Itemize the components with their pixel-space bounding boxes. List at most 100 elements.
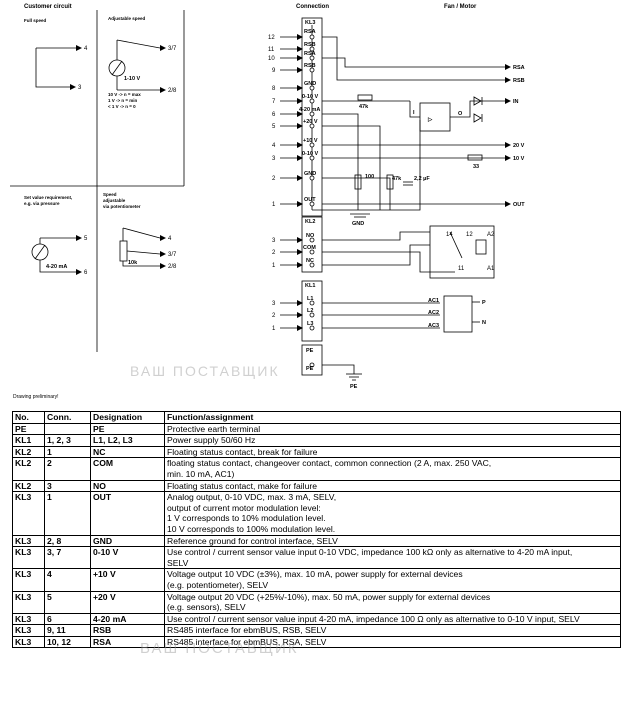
- cell-function: RS485 interface for ebmBUS, RSB, SELV: [164, 624, 621, 637]
- cell-function: Floating status contact, break for failu…: [164, 445, 621, 459]
- opamp-symbol: ▷: [427, 116, 433, 123]
- cell-function: Voltage output 10 VDC (±3%), max. 10 mA,…: [164, 568, 621, 592]
- cell-function: Analog output, 0-10 VDC, max. 3 mA, SELV…: [164, 491, 621, 536]
- customer-circuit-header: Customer circuit: [24, 4, 72, 10]
- note-3: < 1 V -> n = 0: [108, 104, 136, 109]
- kl3-number: 10: [268, 56, 275, 62]
- cell-no: KL3: [12, 534, 45, 548]
- relay-12: 12: [466, 232, 473, 238]
- mains-ac1: AC1: [428, 298, 439, 304]
- function-line: Use control / current sensor value input…: [167, 547, 573, 558]
- function-line: output of current motor modulation level…: [167, 502, 321, 513]
- kl3-label: 0-10 V: [302, 151, 319, 157]
- function-line: (e.g. sensors), SELV: [167, 602, 246, 613]
- r47k-a-label: 47k: [359, 104, 369, 110]
- out-rsa: RSA: [513, 65, 525, 71]
- kl3-number: 5: [272, 124, 276, 130]
- function-line: Protective earth terminal: [167, 423, 261, 434]
- kl1-number: 3: [272, 301, 276, 307]
- cell-des: OUT: [90, 491, 165, 536]
- cell-no: KL2: [12, 479, 45, 493]
- pin-5: 5: [84, 236, 88, 242]
- cell-conn: 1: [44, 491, 91, 536]
- speed-pot-label-1: Speed: [103, 192, 117, 197]
- kl3-number: 11: [268, 47, 275, 53]
- pin-4-b: 4: [168, 236, 172, 242]
- kl2-label: NC: [306, 258, 314, 264]
- kl1-number: 1: [272, 326, 276, 332]
- kl1-numbers: 3 2 1: [272, 301, 276, 332]
- note-1: 10 V -> n = max: [108, 92, 141, 97]
- function-line: RS485 interface for ebmBUS, RSB, SELV: [167, 625, 327, 636]
- mains-p: P: [482, 300, 486, 306]
- out-rsb: RSB: [513, 78, 525, 84]
- pot-10k: 10k: [128, 260, 138, 266]
- pin-37-a: 3/7: [168, 46, 177, 52]
- col-conn: Conn.: [44, 411, 91, 424]
- fan-motor-header: Fan / Motor: [444, 4, 477, 10]
- connection-header: Connection: [296, 4, 329, 10]
- r100-label: 100: [365, 174, 374, 180]
- range-4-20ma: 4-20 mA: [46, 264, 67, 270]
- function-line: SELV: [167, 557, 189, 568]
- kl1-label: L1: [307, 296, 313, 302]
- cell-function: floating status contact, changeover cont…: [164, 457, 621, 481]
- kl3-title: KL3: [305, 20, 315, 26]
- kl3-label: GND: [304, 81, 316, 87]
- drawing-preliminary-note: Drawing preliminary!: [13, 394, 59, 400]
- cell-conn: 3, 7: [44, 546, 91, 570]
- cell-conn: 6: [44, 612, 91, 626]
- cell-des: L1, L2, L3: [90, 434, 165, 447]
- kl3-label: RSA: [304, 29, 316, 35]
- cell-des: NO: [90, 479, 165, 493]
- kl3-number: 9: [272, 68, 276, 74]
- cell-des: 0-10 V: [90, 546, 165, 570]
- cell-des: RSB: [90, 624, 165, 637]
- kl3-numbers: 12 11 10 9 8 7 6 5 4 3 2 1: [268, 35, 276, 208]
- relay-a1: A1: [487, 266, 495, 272]
- function-line: 10 V corresponds to 100% modulation leve…: [167, 523, 336, 534]
- cell-des: COM: [90, 457, 165, 481]
- kl2-number: 3: [272, 238, 276, 244]
- pe-ground-label: PE: [350, 384, 358, 390]
- kl2-title: KL2: [305, 219, 315, 225]
- function-line: RS485 interface for ebmBUS, RSA, SELV: [167, 636, 327, 647]
- col-function: Function/assignment: [164, 411, 621, 424]
- kl2-label: COM: [303, 245, 316, 251]
- function-line: (e.g. potentiometer), SELV: [167, 579, 269, 590]
- cell-function: Floating status contact, make for failur…: [164, 479, 621, 493]
- pin-28-b: 2/8: [168, 264, 177, 270]
- cell-conn: 2, 8: [44, 534, 91, 548]
- opamp-input-label: I: [413, 110, 415, 116]
- mains-n: N: [482, 320, 486, 326]
- cell-des: 4-20 mA: [90, 612, 165, 626]
- cell-no: KL3: [12, 590, 45, 614]
- note-2: 1 V -> n = min: [108, 98, 138, 103]
- cell-conn: [44, 422, 91, 436]
- cell-function: Voltage output 20 VDC (+25%/-10%), max. …: [164, 590, 621, 614]
- kl1-label: L2: [307, 308, 313, 314]
- cell-no: KL3: [12, 546, 45, 570]
- kl3-number: 8: [272, 86, 276, 92]
- kl3-label: GND: [304, 171, 316, 177]
- cell-no: KL2: [12, 457, 45, 481]
- kl1-label: L3: [307, 321, 313, 327]
- pin-28-a: 2/8: [168, 88, 177, 94]
- kl3-number: 7: [272, 99, 276, 105]
- cell-no: KL2: [12, 445, 45, 459]
- watermark: ВАШ ПОСТАВЩИК: [130, 363, 280, 379]
- kl3-number: 4: [272, 143, 276, 149]
- cell-conn: 2: [44, 457, 91, 481]
- cell-function: Power supply 50/60 Hz: [164, 434, 621, 447]
